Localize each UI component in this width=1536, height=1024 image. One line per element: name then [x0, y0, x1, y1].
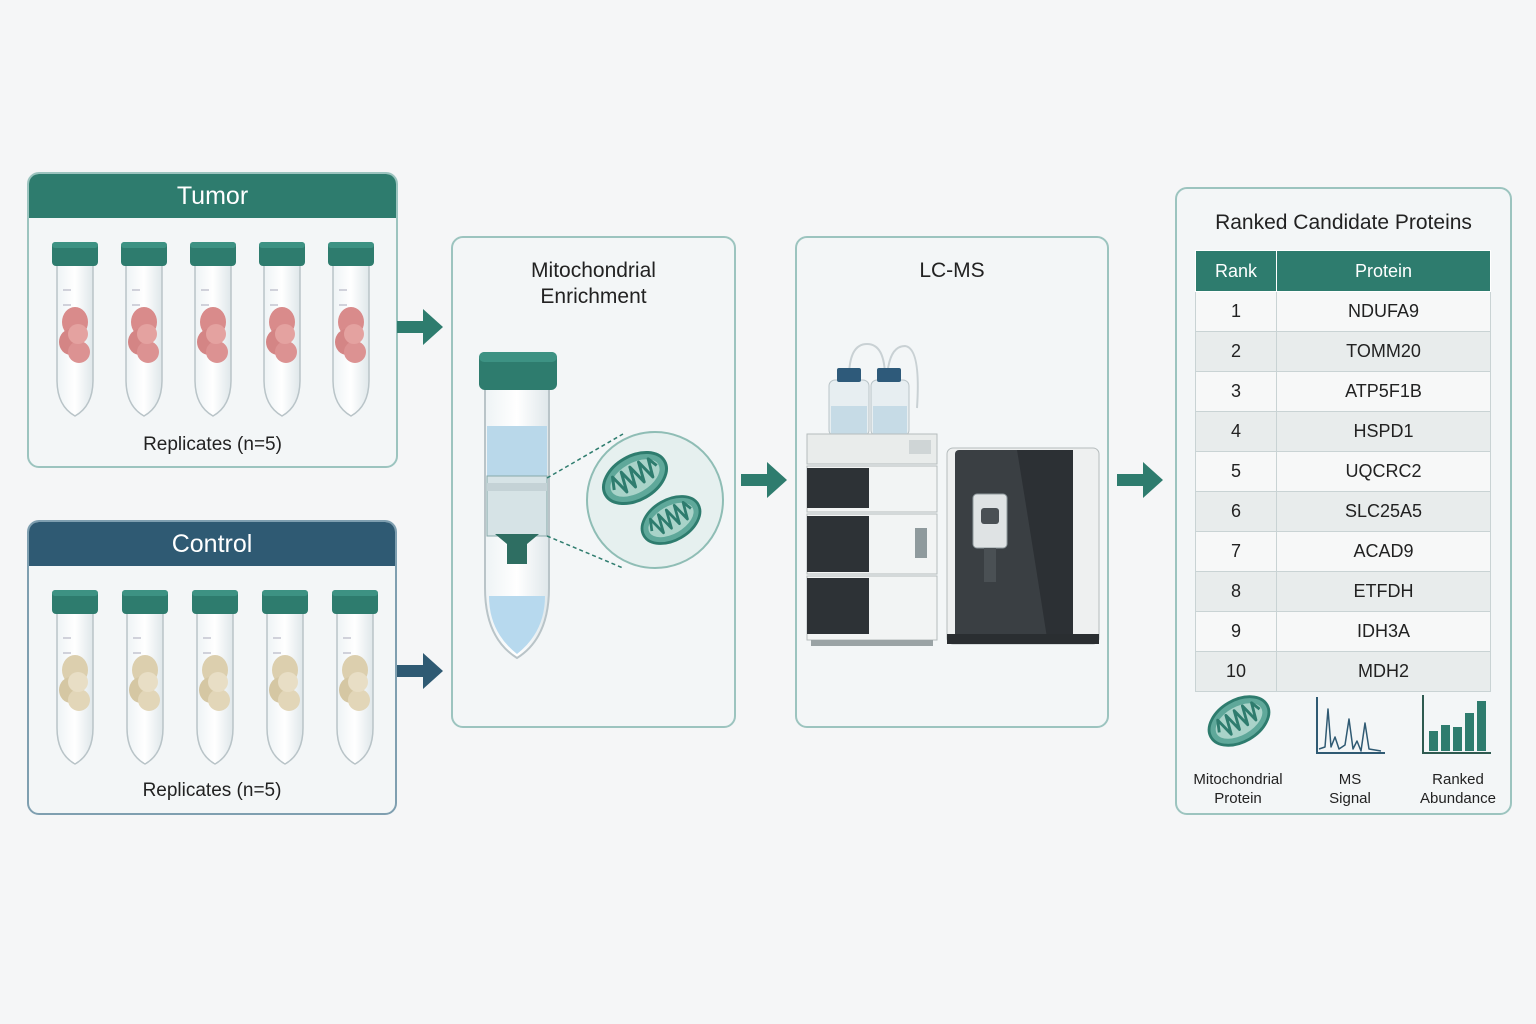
legend-ranked-abundance: Ranked Abundance — [1403, 689, 1513, 808]
tumor-tube-1 — [51, 241, 99, 417]
solvent-bottle — [828, 368, 870, 437]
protein-cell: ETFDH — [1276, 571, 1491, 612]
control-arrow — [397, 653, 443, 689]
control-header: Control — [29, 522, 395, 566]
protein-cell: SLC25A5 — [1276, 491, 1491, 532]
rank-cell: 7 — [1195, 531, 1277, 572]
rank-cell: 4 — [1195, 411, 1277, 452]
tumor-header: Tumor — [29, 174, 396, 218]
protein-cell: ATP5F1B — [1276, 371, 1491, 412]
solvent-bottle — [870, 368, 910, 437]
control-tube-3 — [191, 589, 239, 765]
protein-cell: NDUFA9 — [1276, 291, 1491, 332]
enrichment-title: Mitochondrial Enrichment — [531, 259, 656, 308]
enrichment-arrow — [741, 462, 787, 498]
rank-cell: 2 — [1195, 331, 1277, 372]
tumor-tube-rack — [51, 241, 375, 417]
tumor-arrow — [397, 309, 443, 345]
protein-cell: TOMM20 — [1276, 331, 1491, 372]
mitochondrion-icon — [1199, 685, 1279, 757]
control-replicates-label: Replicates (n=5) — [142, 780, 282, 801]
tumor-replicates-label: Replicates (n=5) — [143, 434, 282, 455]
lcms-arrow — [1117, 462, 1163, 498]
legend-ms-signal: MS Signal — [1295, 689, 1405, 808]
tumor-tube-2 — [120, 241, 168, 417]
protein-cell: IDH3A — [1276, 611, 1491, 652]
table-header-row: Rank Protein — [1195, 250, 1491, 292]
protein-cell: ACAD9 — [1276, 531, 1491, 572]
legend-mitochondrial-protein: Mitochondrial Protein — [1183, 685, 1293, 808]
control-tube-rack — [51, 589, 379, 765]
protein-column-header: Protein — [1276, 250, 1491, 292]
control-tube-4 — [261, 589, 309, 765]
protein-cell: MDH2 — [1276, 651, 1491, 692]
lcms-panel: LC-MS — [795, 236, 1109, 728]
rank-cell: 3 — [1195, 371, 1277, 412]
tumor-tube-3 — [189, 241, 237, 417]
mass-spectrometer — [946, 447, 1100, 645]
rank-cell: 5 — [1195, 451, 1277, 492]
control-tube-5 — [331, 589, 379, 765]
enrichment-panel: Mitochondrial Enrichment — [451, 236, 736, 728]
rank-cell: 6 — [1195, 491, 1277, 532]
control-panel: Control Replicates (n=5) — [27, 520, 397, 815]
ms-signal-icon — [1316, 697, 1385, 754]
protein-cell: UQCRC2 — [1276, 451, 1491, 492]
rank-column-header: Rank — [1195, 250, 1277, 292]
rank-cell: 9 — [1195, 611, 1277, 652]
hplc-stack — [806, 433, 938, 646]
rank-cell: 1 — [1195, 291, 1277, 332]
ranking-panel: Ranked Candidate Proteins Rank Protein 1… — [1175, 187, 1512, 815]
rank-cell: 8 — [1195, 571, 1277, 612]
control-tube-1 — [51, 589, 99, 765]
bar-chart-icon — [1422, 695, 1491, 754]
tumor-tube-5 — [327, 241, 375, 417]
protein-cell: HSPD1 — [1276, 411, 1491, 452]
control-tube-2 — [121, 589, 169, 765]
ranking-title: Ranked Candidate Proteins — [1215, 211, 1472, 234]
lcms-instrument — [806, 342, 1100, 646]
tumor-panel: Tumor Replicates (n=5) — [27, 172, 398, 468]
centrifuge-tube — [479, 352, 557, 660]
lcms-title: LC-MS — [919, 259, 985, 282]
enrichment-illustration — [479, 352, 724, 660]
rank-cell: 10 — [1195, 651, 1277, 692]
tumor-tube-4 — [258, 241, 306, 417]
